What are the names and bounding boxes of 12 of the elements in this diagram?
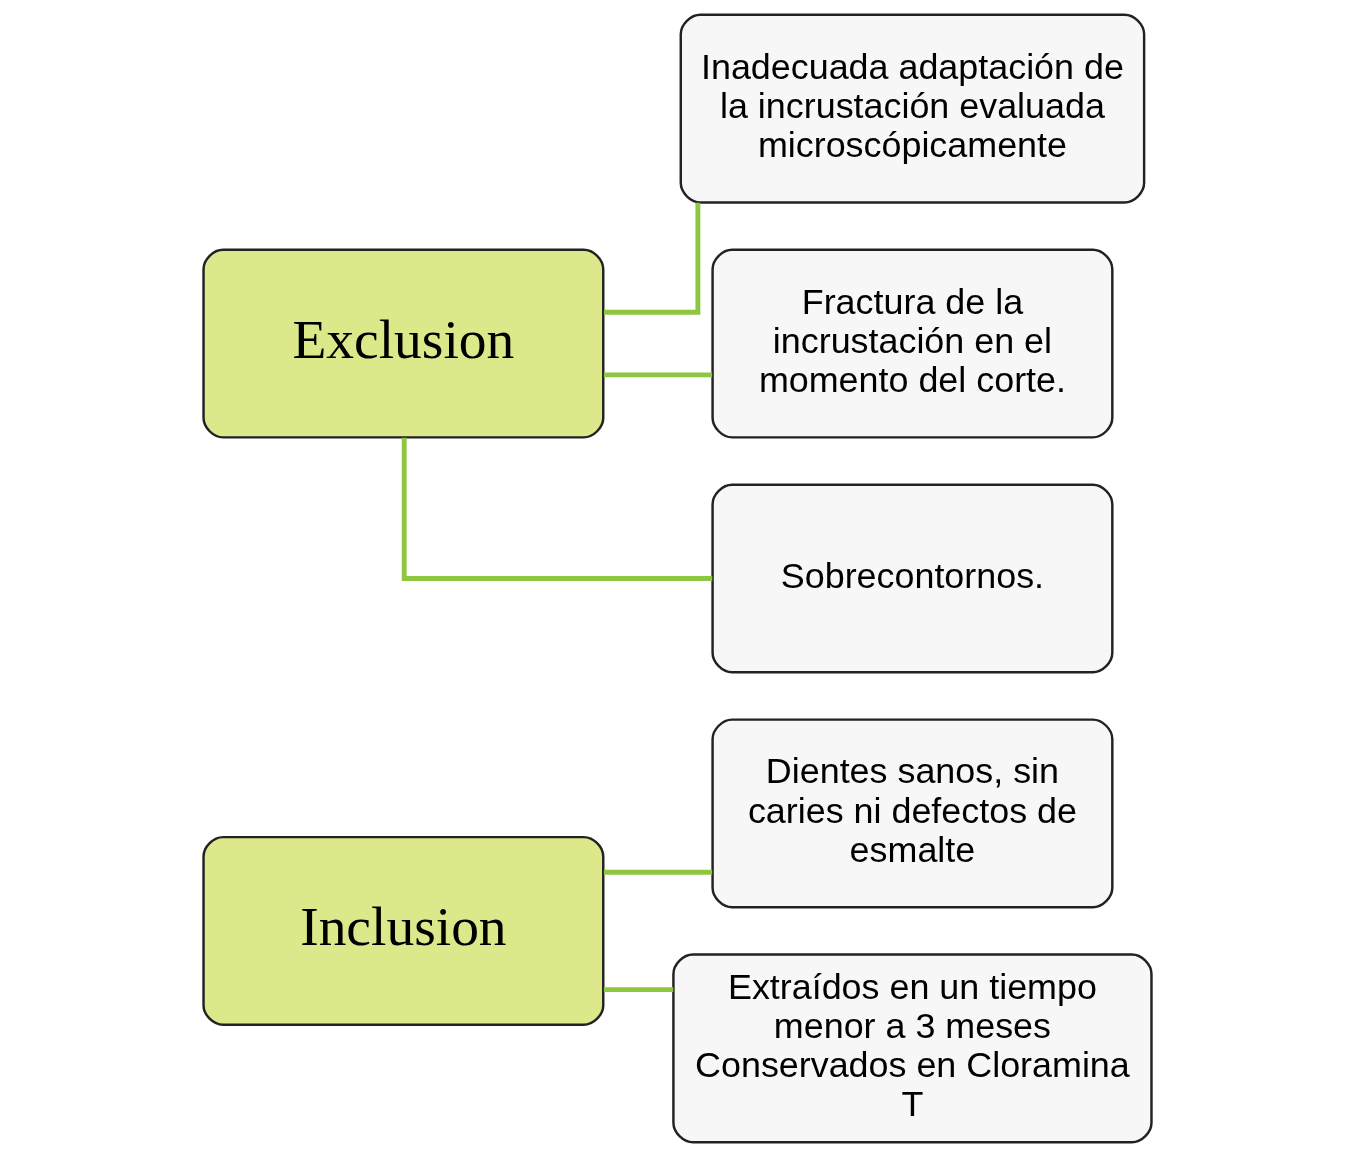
node-box: Inclusion	[202, 835, 605, 1026]
connector	[603, 202, 701, 315]
connector	[401, 437, 713, 581]
node-box: Dientes sanos, sin caries ni defectos de esmalte	[711, 718, 1114, 909]
node-box: Fractura de la incrustación en el momento del corte.	[711, 248, 1114, 439]
node-box: Extraídos en un tiempo menor a 3 meses Conservados en Cloramina T	[672, 953, 1153, 1144]
connector	[603, 372, 713, 378]
connector	[603, 987, 674, 993]
node-box: Exclusion	[202, 248, 605, 439]
node-box: Inadecuada adaptación de la incrustación evaluada microscópicamente	[679, 13, 1146, 204]
connector	[603, 869, 713, 875]
node-box: Sobrecontornos.	[711, 483, 1114, 674]
